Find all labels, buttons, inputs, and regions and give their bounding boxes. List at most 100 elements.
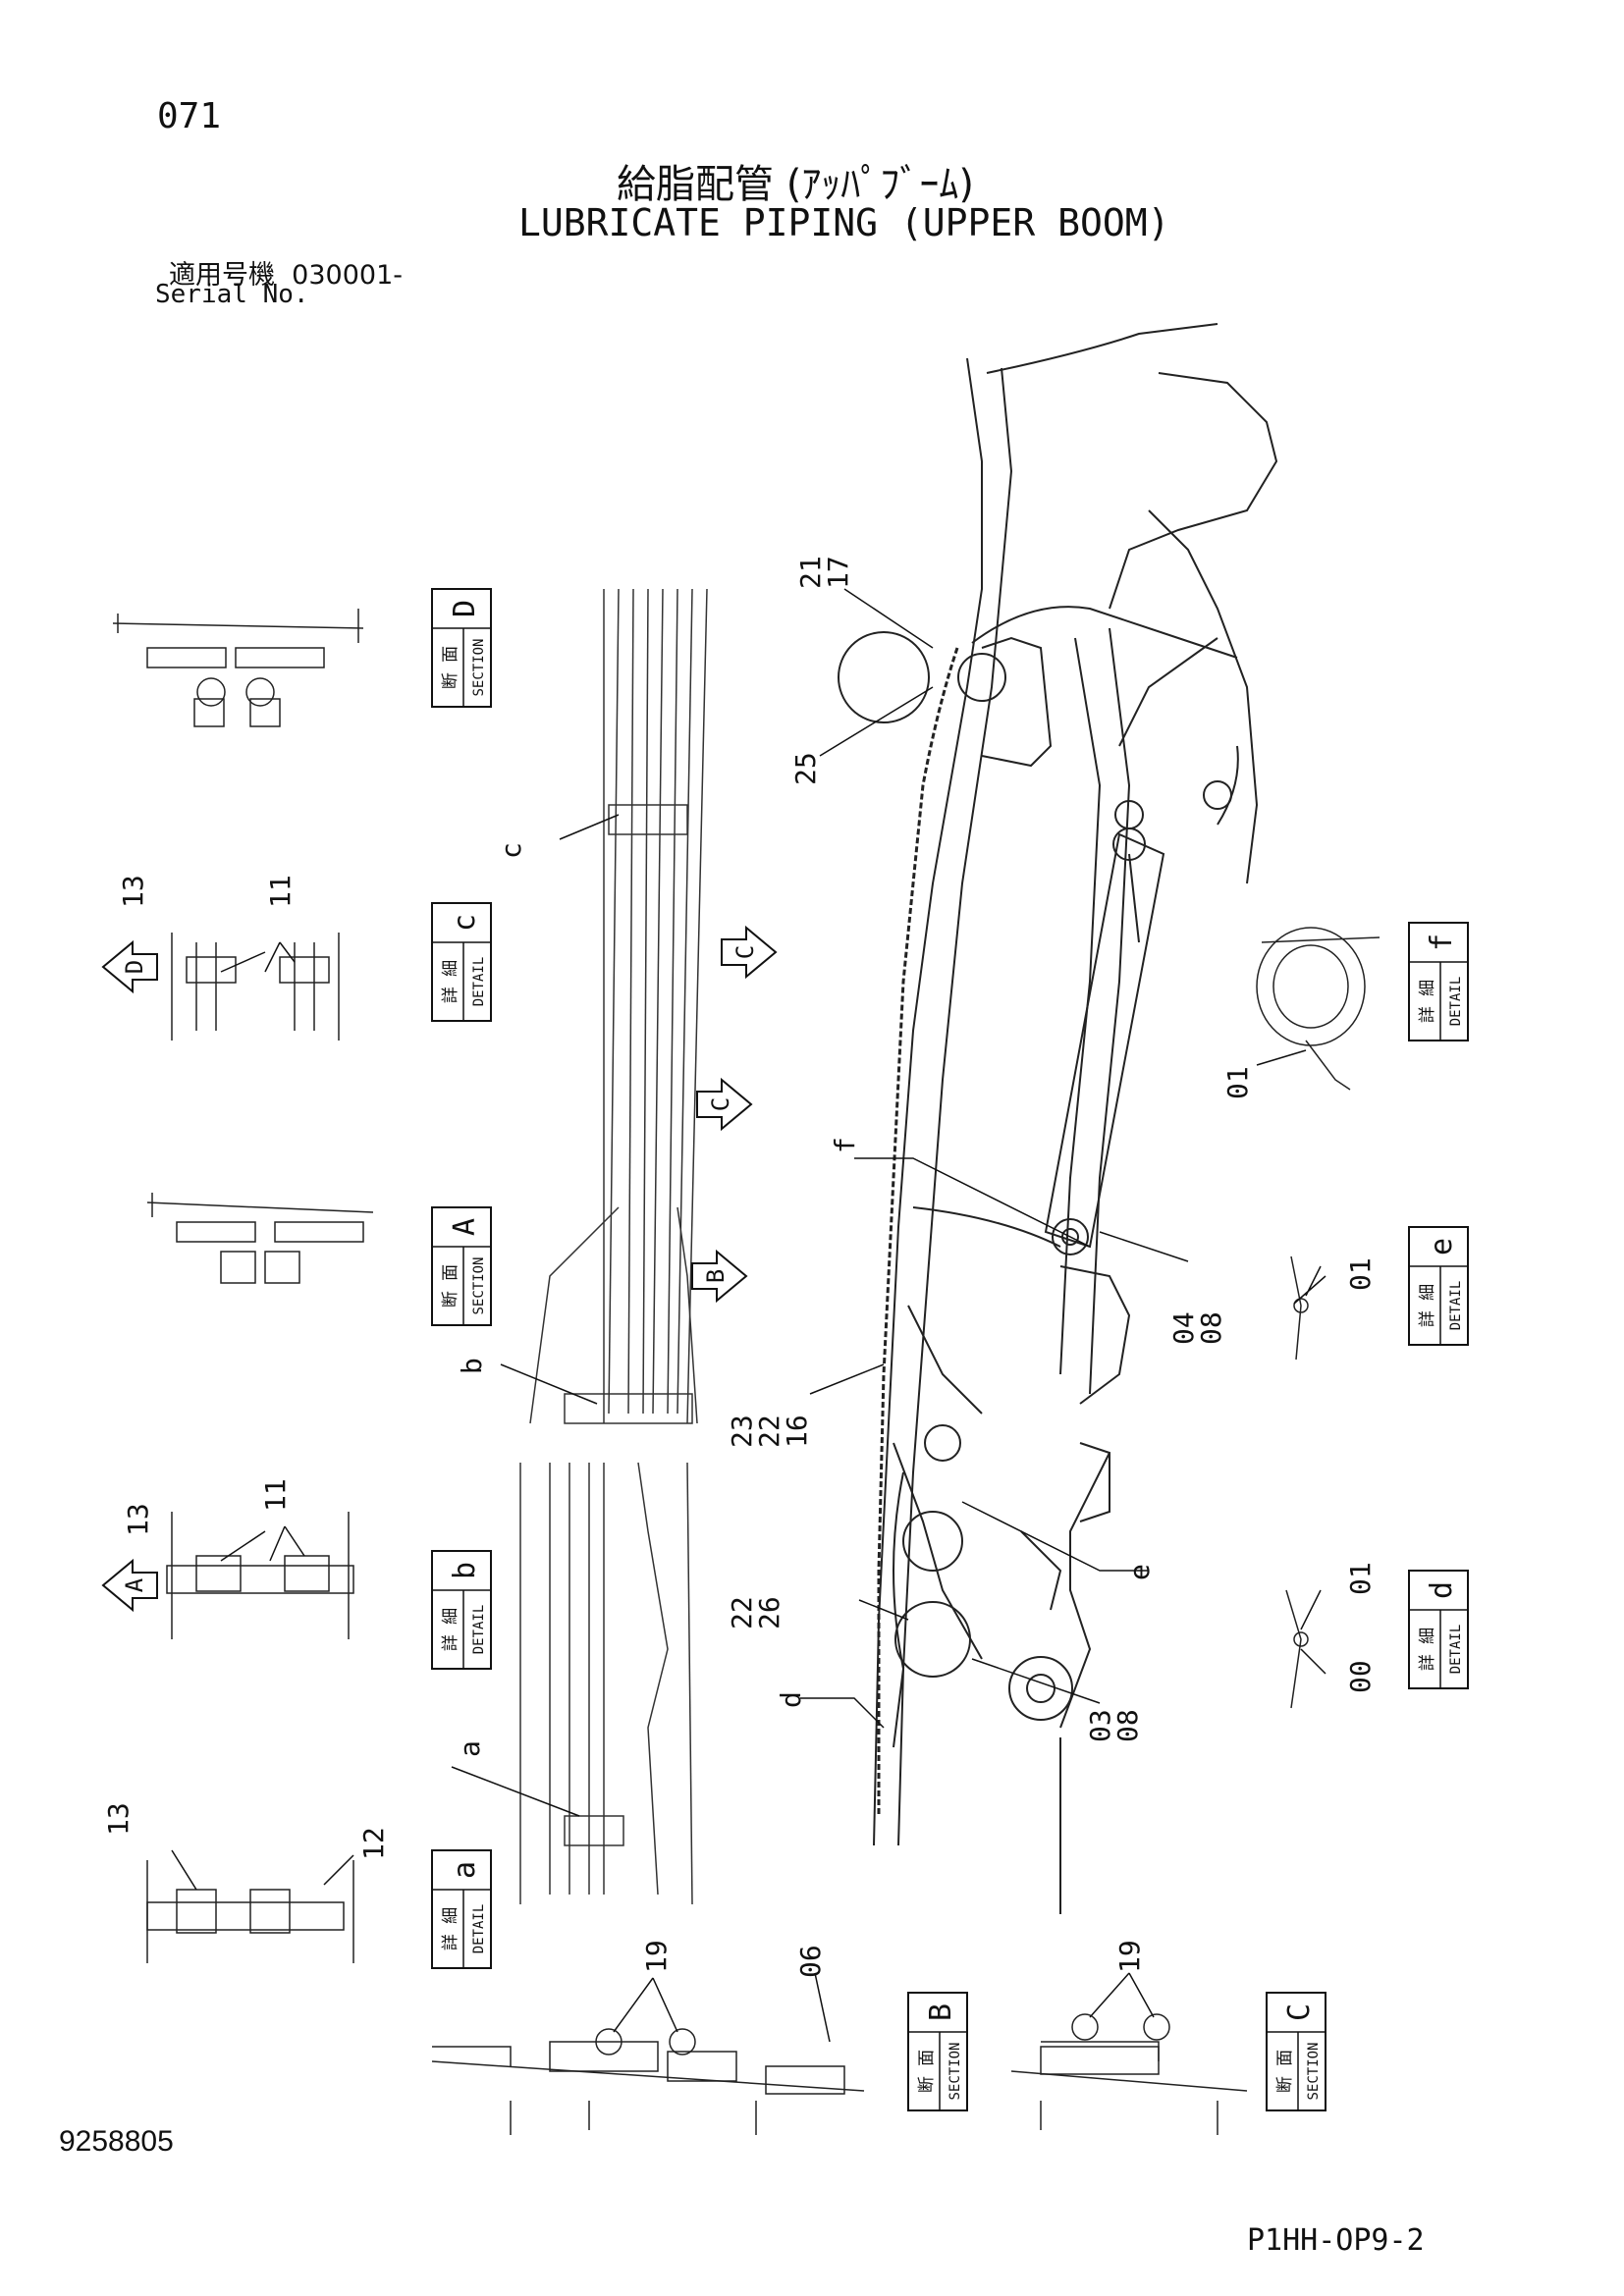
callout-b: b bbox=[456, 1358, 488, 1374]
callout-13-b: 13 bbox=[122, 1503, 154, 1536]
serial-label-japanese: 適用号機 030001- bbox=[169, 253, 403, 292]
page-number: 071 bbox=[157, 96, 222, 136]
section-c-letter: C bbox=[1282, 2003, 1317, 2021]
detail-c-jp: 詳 細 bbox=[441, 960, 460, 1003]
callout-17: 17 bbox=[822, 556, 854, 589]
section-b-view bbox=[431, 2028, 865, 2135]
section-c-box: 断 面 SECTION C bbox=[1266, 1992, 1326, 2111]
callout-21: 21 bbox=[794, 556, 827, 589]
callout-03: 03 bbox=[1084, 1709, 1116, 1742]
detail-a-letter: a bbox=[448, 1861, 482, 1879]
section-d-en: SECTION bbox=[471, 638, 487, 696]
view-arrow-d: D bbox=[101, 939, 158, 994]
callout-04: 04 bbox=[1167, 1311, 1200, 1345]
callout-19-b: 19 bbox=[640, 1940, 673, 1973]
detail-e-box: 詳 細 DETAIL e bbox=[1408, 1226, 1469, 1346]
detail-f-letter: f bbox=[1425, 934, 1459, 951]
callout-e: e bbox=[1123, 1564, 1156, 1580]
section-b-en: SECTION bbox=[947, 2042, 963, 2100]
detail-f-view bbox=[1256, 927, 1380, 1091]
detail-a-box: 詳 細 DETAIL a bbox=[431, 1849, 492, 1969]
callout-16: 16 bbox=[781, 1415, 813, 1448]
callouts: c b a f e d 21 17 25 04 08 23 22 16 22 2… bbox=[102, 556, 1377, 1978]
detail-a-en: DETAIL bbox=[471, 1904, 487, 1954]
leader-lines bbox=[171, 588, 1326, 2043]
reference-code: P1HH-OP9-2 bbox=[1247, 2223, 1425, 2258]
section-d-box: 断 面 SECTION D bbox=[431, 588, 492, 708]
callout-19-c: 19 bbox=[1113, 1940, 1146, 1973]
callout-13-a: 13 bbox=[102, 1802, 135, 1836]
callout-11-b: 11 bbox=[259, 1478, 292, 1512]
section-b-box: 断 面 SECTION B bbox=[907, 1992, 968, 2111]
callout-23: 23 bbox=[726, 1415, 758, 1448]
callout-f: f bbox=[829, 1137, 861, 1153]
detail-b-box: 詳 細 DETAIL b bbox=[431, 1550, 492, 1670]
callout-26: 26 bbox=[753, 1596, 785, 1629]
section-d-letter: D bbox=[448, 600, 482, 617]
detail-e-en: DETAIL bbox=[1448, 1281, 1464, 1331]
callout-08-a: 08 bbox=[1195, 1311, 1227, 1345]
section-d-jp: 断 面 bbox=[441, 646, 460, 689]
view-arrow-d-label: D bbox=[121, 960, 148, 974]
callout-01-f: 01 bbox=[1221, 1066, 1254, 1099]
callout-d: d bbox=[775, 1691, 807, 1708]
detail-b-letter: b bbox=[448, 1562, 482, 1579]
document-number: 9258805 bbox=[59, 2125, 174, 2158]
detail-e-view bbox=[1290, 1255, 1309, 1361]
section-a-letter: A bbox=[448, 1218, 482, 1236]
section-a-box: 断 面 SECTION A bbox=[431, 1206, 492, 1326]
serial-label-english: Serial No. bbox=[155, 280, 309, 309]
section-b-jp: 断 面 bbox=[917, 2050, 937, 2093]
detail-f-jp: 詳 細 bbox=[1418, 980, 1437, 1023]
callout-22-a: 22 bbox=[753, 1415, 785, 1448]
section-b-letter: B bbox=[924, 2003, 958, 2021]
callout-06-b: 06 bbox=[794, 1945, 827, 1978]
callout-00-d: 00 bbox=[1344, 1660, 1377, 1693]
detail-e-letter: e bbox=[1425, 1238, 1459, 1255]
section-a-jp: 断 面 bbox=[441, 1264, 460, 1308]
callout-11-c: 11 bbox=[264, 875, 297, 908]
callout-13-c: 13 bbox=[117, 875, 149, 908]
callout-08-b: 08 bbox=[1111, 1709, 1144, 1742]
detail-c-box: 詳 細 DETAIL c bbox=[431, 902, 492, 1022]
callout-25: 25 bbox=[789, 752, 822, 785]
detail-a-view bbox=[146, 1860, 354, 1963]
callout-a: a bbox=[454, 1740, 486, 1757]
callout-01-d: 01 bbox=[1344, 1562, 1377, 1595]
detail-c-en: DETAIL bbox=[471, 957, 487, 1007]
view-arrow-b: B bbox=[691, 1249, 748, 1304]
detail-b-view bbox=[166, 1512, 354, 1639]
detail-f-en: DETAIL bbox=[1448, 977, 1464, 1027]
callout-01-e: 01 bbox=[1344, 1257, 1377, 1291]
view-arrow-c-upper: C bbox=[721, 925, 778, 980]
detail-c-view bbox=[171, 933, 340, 1041]
view-arrow-c-lower: C bbox=[696, 1077, 753, 1132]
detail-b-jp: 詳 細 bbox=[441, 1608, 460, 1651]
view-arrow-a: A bbox=[101, 1558, 158, 1613]
detail-e-jp: 詳 細 bbox=[1418, 1284, 1437, 1327]
section-a-view bbox=[146, 1193, 374, 1284]
detail-d-view bbox=[1285, 1589, 1309, 1709]
hose-bundle-lower bbox=[519, 1462, 693, 1905]
serial-label-jp: 適用号機 bbox=[169, 260, 275, 291]
callout-12-a: 12 bbox=[357, 1827, 390, 1860]
boom-structure bbox=[838, 323, 1278, 1914]
title-japanese: 給脂配管 (ｱｯﾊﾟﾌﾞｰﾑ) bbox=[617, 162, 974, 207]
view-arrow-b-label: B bbox=[702, 1269, 730, 1283]
section-d-view bbox=[112, 609, 364, 727]
title-english: LUBRICATE PIPING (UPPER BOOM) bbox=[518, 201, 1170, 244]
detail-d-en: DETAIL bbox=[1448, 1625, 1464, 1675]
detail-b-en: DETAIL bbox=[471, 1605, 487, 1655]
detail-a-jp: 詳 細 bbox=[441, 1907, 460, 1950]
detail-f-box: 詳 細 DETAIL f bbox=[1408, 922, 1469, 1041]
view-arrow-c-upper-label: C bbox=[731, 945, 759, 959]
section-a-en: SECTION bbox=[471, 1256, 487, 1314]
detail-d-jp: 詳 細 bbox=[1418, 1628, 1437, 1671]
view-arrow-c-lower-label: C bbox=[707, 1097, 734, 1111]
callout-22-b: 22 bbox=[726, 1596, 758, 1629]
view-arrow-a-label: A bbox=[121, 1577, 148, 1592]
hose-bundle-upper bbox=[529, 588, 708, 1424]
serial-value: 030001- bbox=[292, 260, 403, 291]
section-c-view bbox=[1010, 2013, 1248, 2135]
